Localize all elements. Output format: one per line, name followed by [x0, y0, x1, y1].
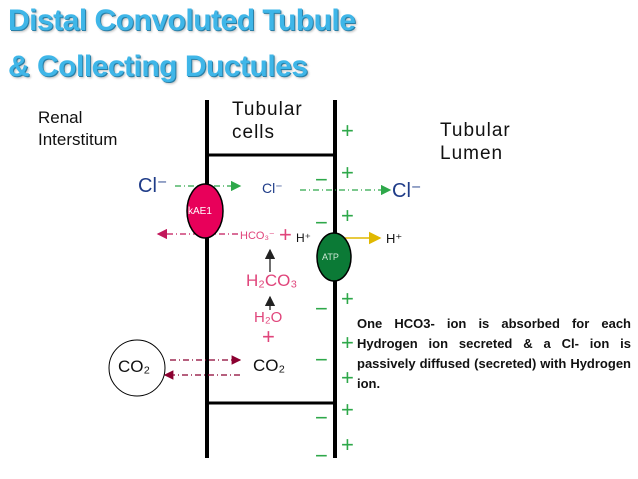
tubular-cells-label-2: cells — [232, 122, 276, 143]
kae1-label: kAE1 — [188, 206, 212, 217]
tubular-lumen-label-2: Lumen — [440, 143, 504, 164]
plus-charge: + — [341, 160, 354, 185]
explanation-note: One HCO3- ion is absorbed for each Hydro… — [357, 316, 631, 391]
h2co3: H₂CO₃ — [246, 271, 298, 290]
hco3-ion: HCO₃⁻ — [240, 230, 275, 242]
cl-ion-lumen: Cl⁻ — [392, 180, 422, 202]
plus-charge: + — [341, 203, 354, 228]
tubular-lumen-label-1: Tubular — [440, 120, 511, 141]
plus-charge: + — [341, 118, 354, 143]
plus-charge: + — [341, 397, 354, 422]
minus-charge: − — [315, 167, 328, 192]
atp-pump — [316, 232, 352, 282]
h2o: H₂O — [254, 309, 283, 326]
minus-charge: − — [315, 405, 328, 430]
plus-charge: + — [341, 432, 354, 457]
title-line-1: Distal Convoluted Tubule — [8, 4, 356, 37]
co2-cell: CO₂ — [253, 356, 286, 375]
plus-charge: + — [341, 330, 354, 355]
plus-charge: + — [341, 365, 354, 390]
cl-ion-cell: Cl⁻ — [262, 180, 283, 196]
minus-charge: − — [315, 443, 328, 468]
minus-charge: − — [315, 347, 328, 372]
co2-interstitium: CO₂ — [118, 357, 151, 376]
cl-ion-interstitium: Cl⁻ — [138, 175, 168, 197]
tubular-cells-label-1: Tubular — [232, 99, 303, 120]
atp-label: ATP — [322, 252, 339, 262]
minus-charge: − — [315, 296, 328, 321]
renal-label: Renal — [38, 108, 83, 127]
minus-charge: − — [315, 210, 328, 235]
plus-charge: + — [341, 286, 354, 311]
plus-sign-2: + — [262, 324, 275, 349]
h-ion-lumen: H⁺ — [386, 231, 403, 246]
plus-sign: + — [279, 222, 292, 247]
co2-interstitium-circle — [108, 339, 166, 397]
title-line-2: & Collecting Ductules — [8, 50, 308, 83]
kae1-transporter — [186, 183, 224, 239]
h-ion-cell: H⁺ — [296, 231, 311, 245]
interstitium-label: Interstitum — [38, 130, 118, 149]
